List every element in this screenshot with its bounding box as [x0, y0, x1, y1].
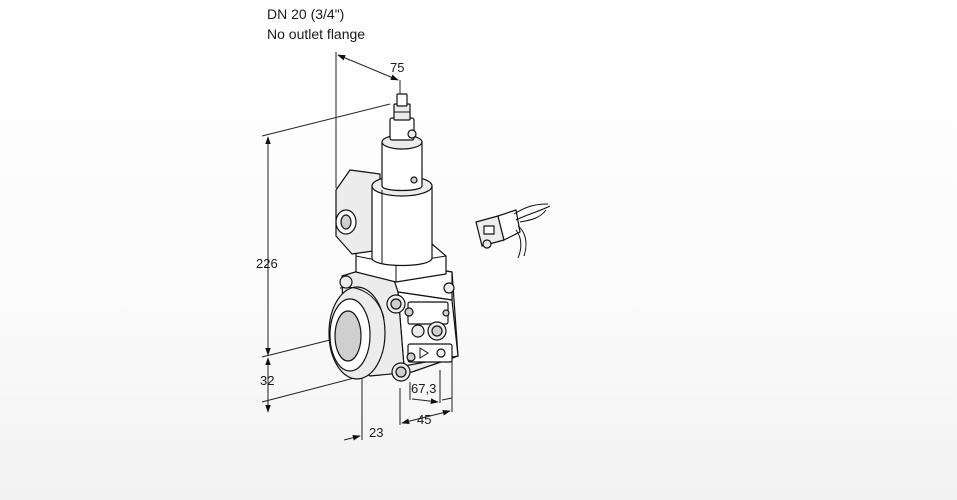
dimension-label-23: 23	[369, 425, 383, 440]
cable-connector	[475, 203, 551, 259]
dimension-label-226: 226	[256, 256, 278, 271]
dimension-label-75: 75	[390, 60, 404, 75]
drawing-title: DN 20 (3/4")	[267, 6, 345, 22]
drawing-subtitle: No outlet flange	[267, 26, 366, 42]
valve-assembly	[328, 93, 459, 382]
dimension-label-67-3: 67,3	[411, 381, 436, 396]
dimension-label-32: 32	[260, 373, 274, 388]
dimension-label-45: 45	[417, 412, 431, 427]
